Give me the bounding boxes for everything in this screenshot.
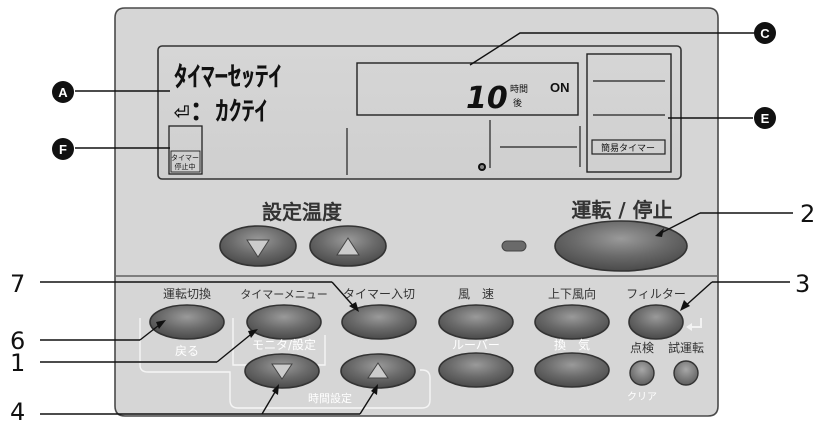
lcd-screen [157,45,682,180]
monitor-setting-label: モニタ/設定 [252,337,316,352]
run-stop-button[interactable] [554,220,688,272]
marker-e [754,107,776,129]
callout-2: 2 [800,200,815,228]
up-triangle-icon [336,237,360,256]
temp-down-button[interactable] [219,225,297,267]
lcd-line-1: ﾀｲﾏｰｾｯﾃｲ [174,62,282,93]
down-triangle-icon [271,363,293,380]
easy-timer-frame [591,139,666,155]
timer-menu-label: タイマーメニュー [240,288,328,301]
back-label: 戻る [175,344,199,358]
filter-button[interactable] [628,304,684,340]
clear-label: クリア [627,391,657,403]
inspection-button[interactable] [629,360,655,386]
test-run-label: 試運転 [668,340,704,355]
svg-text:E: E [761,111,770,126]
svg-text:A: A [58,85,68,100]
down-triangle-icon [246,239,270,258]
inspection-label: 点検 [630,341,654,355]
test-run-button[interactable] [673,360,699,386]
on-label: ON [550,80,570,95]
enter-arrow-icon [690,318,702,328]
up-triangle-icon [367,362,389,379]
louver-label: ルーバー [452,338,500,352]
fan-speed-button[interactable] [438,304,514,340]
easy-timer-label: 簡易タイマー [601,142,655,154]
after-label: 後 [513,97,522,109]
time-down-button[interactable] [244,353,320,389]
mode-switch-button[interactable] [149,304,225,340]
timer-on-off-button[interactable] [341,304,417,340]
time-up-button[interactable] [340,353,416,389]
vertical-airflow-label: 上下風向 [548,286,596,301]
lcd-timer-box [356,62,579,116]
timer-stop-bottom: 停止中 [175,162,196,171]
timer-stop-box [168,125,203,175]
marker-f [52,138,74,160]
marker-c [754,22,776,44]
button-group-outline [139,318,431,409]
louver-button[interactable] [438,352,514,388]
ventilation-button[interactable] [534,352,610,388]
callout-4: 3 [795,270,810,298]
filter-label: フィルター [626,287,686,301]
marker-a [52,81,74,103]
callout-7: 7 [10,270,25,298]
mode-switch-label: 運転切換 [163,287,211,301]
lcd-easy-timer-box [586,53,672,173]
run-stop-label: 運転 / 停止 [571,198,672,222]
temp-setting-label: 設定温度 [262,200,343,224]
timer-on-off-label: タイマー入切 [343,287,415,301]
run-lamp-icon [501,240,527,252]
ventilation-label: 換 気 [554,337,590,352]
temp-up-button[interactable] [309,225,387,267]
time-setting-label: 時間設定 [308,391,352,405]
time-unit: 時間 [510,84,528,95]
fan-speed-label: 風 速 [458,287,494,301]
timer-value: 10 [466,81,508,116]
callout-3: 4 [10,398,25,423]
lcd-line-2: ⏎：ｶｸﾃｲ [174,97,268,127]
timer-stop-top: タイマー [171,153,199,162]
vertical-airflow-button[interactable] [534,304,610,340]
svg-text:C: C [760,26,770,41]
timer-menu-button[interactable] [246,304,322,340]
callout-1: 1 [10,349,25,377]
svg-text:F: F [59,142,67,157]
callout-6: 6 [10,327,25,355]
